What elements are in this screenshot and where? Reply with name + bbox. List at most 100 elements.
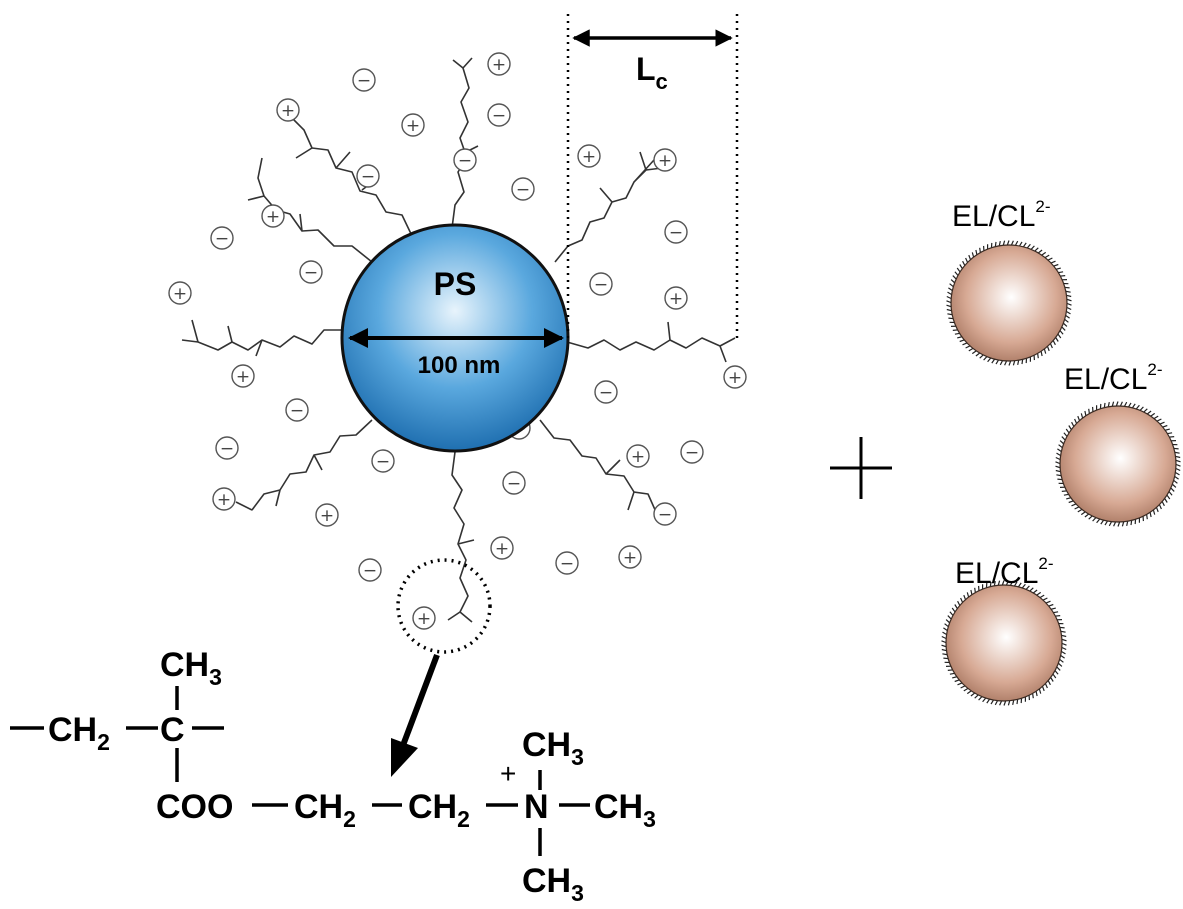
el-cl-sphere (1059, 405, 1177, 523)
cation-ion-symbol: + (173, 284, 187, 304)
anion-ion-symbol: − (290, 401, 304, 421)
anion-ion-symbol: − (685, 443, 699, 463)
cation-ion: + (168, 281, 192, 305)
el-cl-label: EL/CL2- (952, 197, 1051, 233)
anion-ion-symbol: − (363, 561, 377, 581)
el-cl-particle: EL/CL2- (946, 197, 1072, 366)
el-cl-particle: EL/CL2- (941, 554, 1067, 706)
brush-chain (235, 419, 373, 511)
el-cl-label: EL/CL2- (1064, 360, 1163, 396)
anion-ion: − (511, 177, 535, 201)
diameter-label: 100 nm (418, 352, 501, 379)
anion-ion-symbol: − (376, 452, 390, 472)
anion-ion: − (352, 68, 376, 92)
cation-ion-symbol: + (266, 207, 280, 227)
el-cl-sphere (950, 244, 1068, 362)
anion-ion-symbol: − (507, 474, 521, 494)
anion-ion: − (358, 558, 382, 582)
cation-ion-symbol: + (495, 539, 509, 559)
cation-ion-symbol: + (217, 490, 231, 510)
anion-ion: − (285, 398, 309, 422)
el-cl-fringe (946, 240, 1072, 366)
cation-ion: + (401, 113, 425, 137)
counter-ion-layer: ++++++++++++++++−−−−−−−−−−−−−−−−−−− (168, 52, 747, 630)
el-cl-particle: EL/CL2- (1055, 360, 1181, 527)
anion-ion-symbol: − (215, 229, 229, 249)
formula-nitrogen-charge: + (500, 758, 516, 789)
anion-ion: − (653, 502, 677, 526)
highlight-dotted-circle (396, 558, 492, 654)
anion-ion: − (589, 272, 613, 296)
formula-spacer-2: CH2 (408, 788, 470, 832)
anion-ion: − (210, 226, 234, 250)
cation-ion-symbol: + (582, 147, 596, 167)
cation-ion: + (261, 204, 285, 228)
anion-ion-symbol: − (658, 505, 672, 525)
anion-ion-symbol: − (669, 223, 683, 243)
anion-ion: − (487, 103, 511, 127)
anion-ion: − (664, 220, 688, 244)
brush-chain (447, 451, 475, 623)
cation-ion-symbol: + (631, 447, 645, 467)
cation-ion: + (276, 98, 300, 122)
anion-ion-symbol: − (220, 439, 234, 459)
plus-sign (830, 437, 892, 499)
brush-chain (554, 151, 663, 263)
formula-methyl-bottom: CH3 (522, 862, 584, 906)
formula-methyl-right: CH3 (594, 788, 656, 832)
polymer-brush-chains (181, 57, 736, 623)
ps-core-label: PS (434, 266, 477, 302)
brush-length-indicator: Lc (566, 14, 739, 338)
zoom-arrow-shaft (399, 653, 440, 750)
anion-ion: − (453, 148, 477, 172)
anion-ion-symbol: − (357, 71, 371, 91)
formula-ester: COO (156, 788, 233, 826)
cation-ion: + (618, 545, 642, 569)
cation-ion: + (664, 286, 688, 310)
cation-ion-symbol: + (417, 609, 431, 629)
anion-ion-symbol: − (361, 167, 375, 187)
anion-ion: − (680, 440, 704, 464)
cation-ion: + (490, 536, 514, 560)
anion-ion: − (215, 436, 239, 460)
cation-ion-symbol: + (406, 116, 420, 136)
anion-ion-symbol: − (516, 180, 530, 200)
el-cl-fringe (1055, 401, 1181, 527)
cation-ion: + (212, 487, 236, 511)
cation-ion-symbol: + (623, 548, 637, 568)
formula-backbone-ch2: CH2 (48, 711, 110, 755)
formula-methyl-top: CH3 (522, 726, 584, 770)
anion-ion: − (594, 380, 618, 404)
ps-core-particle: PS 100 nm (340, 223, 570, 453)
formula-top-methyl: CH3 (160, 646, 222, 690)
cation-ion: + (412, 606, 436, 630)
cation-ion-symbol: + (320, 506, 334, 526)
brush-chain (181, 319, 345, 357)
cation-ion-symbol: + (658, 151, 672, 171)
formula-backbone-c: C (160, 711, 185, 749)
highlighted-chain-end (391, 558, 492, 777)
brush-chain (291, 117, 414, 239)
cation-ion-symbol: + (728, 368, 742, 388)
anion-ion-symbol: − (458, 151, 472, 171)
anion-ion: − (502, 471, 526, 495)
el-cl-sphere (945, 584, 1063, 702)
brush-chain (566, 321, 736, 363)
cation-ion: + (487, 52, 511, 76)
anion-ion: − (555, 551, 579, 575)
formula-nitrogen: N (524, 788, 549, 826)
cation-ion-symbol: + (281, 101, 295, 121)
anion-ion: − (356, 164, 380, 188)
anion-ion: − (371, 449, 395, 473)
anion-ion-symbol: − (594, 275, 608, 295)
el-cl-particles: EL/CL2- EL/CL2- EL/CL2- (941, 197, 1181, 706)
brush-chain (451, 57, 479, 229)
zoom-arrow-head (391, 738, 418, 777)
cation-ion-symbol: + (669, 289, 683, 309)
brush-chain (539, 419, 665, 521)
el-cl-label: EL/CL2- (955, 554, 1054, 590)
cation-ion-symbol: + (492, 55, 506, 75)
anion-ion-symbol: − (304, 263, 318, 283)
anion-ion: − (299, 260, 323, 284)
